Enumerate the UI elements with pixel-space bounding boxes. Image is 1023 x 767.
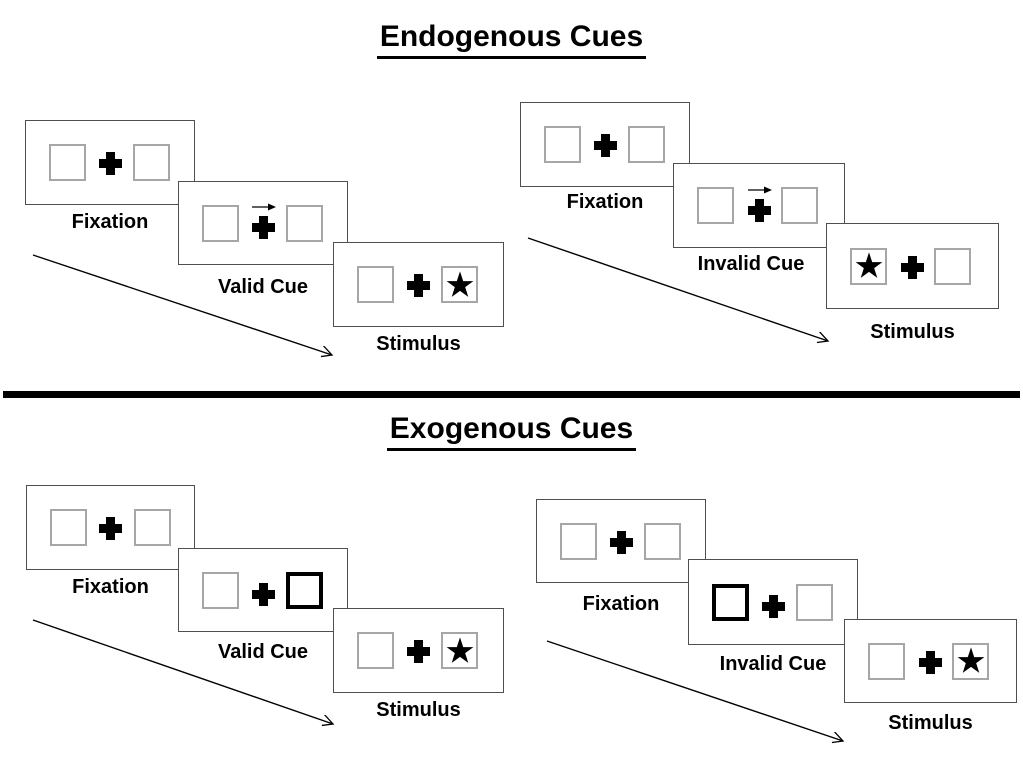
fixation-cross-icon [98,152,122,175]
panel-label: Invalid Cue [697,253,805,275]
endogenous-invalid-cue-screen [673,163,845,248]
star-icon [446,270,473,297]
left-placeholder-box [560,522,597,560]
left-placeholder-box [49,144,86,181]
right-arrow-cue-icon [252,203,276,211]
right-cue-highlight-box [286,571,323,609]
fixation-cross-icon [99,517,122,540]
exogenous-invalid-cue-screen [688,559,858,645]
exogenous-invalid-fixation-screen [536,499,706,583]
fixation-cross-icon [747,198,771,222]
star-icon [957,647,984,673]
exogenous-valid-stimulus-screen [333,608,504,693]
left-target-box [850,247,887,285]
exogenous-invalid-stimulus-screen [844,619,1017,703]
section-divider [3,391,1020,398]
fixation-cross-icon [407,274,430,297]
exogenous-valid-cue-screen [178,548,348,632]
panel-label: Valid Cue [217,641,309,663]
panel-label: Stimulus [376,333,461,355]
star-icon [855,252,882,278]
right-arrow-cue-icon [748,186,772,193]
endogenous-section-title: Endogenous Cues [0,20,1023,59]
star-icon [446,636,473,663]
left-placeholder-box [50,509,87,546]
right-placeholder-box [133,144,170,181]
timeline-arrow-endogenous-invalid [527,237,835,348]
panel-label: Fixation [72,576,149,598]
panel-label: Fixation [71,211,149,233]
fixation-cross-icon [593,134,617,157]
endogenous-invalid-stimulus-screen [826,223,999,309]
fixation-cross-icon [609,530,633,554]
left-placeholder-box [202,204,239,242]
fixation-cross-icon [919,650,942,674]
panel-label: Valid Cue [217,276,309,298]
endogenous-valid-fixation-screen [25,120,195,205]
panel-label: Stimulus [376,699,461,721]
fixation-cross-icon [251,583,275,606]
panel-label: Stimulus [870,321,955,343]
timeline-arrow-endogenous-valid [32,254,340,362]
right-placeholder-box [644,522,681,560]
endogenous-title-text: Endogenous Cues [376,20,647,59]
fixation-cross-icon [901,255,924,279]
left-placeholder-box [544,126,581,163]
endogenous-valid-cue-screen [178,181,348,265]
left-placeholder-box [357,266,394,303]
timeline-arrow-exogenous-invalid [546,640,850,748]
fixation-cross-icon [407,640,430,663]
right-target-box [441,266,478,303]
panel-label: Fixation [582,593,660,615]
timeline-arrow-exogenous-valid [32,619,340,731]
endogenous-invalid-fixation-screen [520,102,690,187]
right-placeholder-box [286,204,323,242]
left-placeholder-box [868,642,905,680]
fixation-cross-icon [251,216,275,239]
panel-label: Fixation [566,191,644,213]
panel-label: Stimulus [888,712,973,734]
right-placeholder-box [934,247,971,285]
right-target-box [441,632,478,669]
right-placeholder-box [134,509,171,546]
left-placeholder-box [697,187,734,224]
exogenous-valid-fixation-screen [26,485,195,570]
panel-label: Invalid Cue [719,653,827,675]
right-placeholder-box [628,126,665,163]
exogenous-section-title: Exogenous Cues [0,412,1023,451]
exogenous-title-text: Exogenous Cues [386,412,637,451]
right-placeholder-box [796,583,833,621]
right-target-box [952,642,989,680]
fixation-cross-icon [761,595,785,618]
endogenous-valid-stimulus-screen [333,242,504,327]
left-cue-highlight-box [712,583,749,621]
left-placeholder-box [357,632,394,669]
right-placeholder-box [781,187,818,224]
left-placeholder-box [202,571,239,609]
